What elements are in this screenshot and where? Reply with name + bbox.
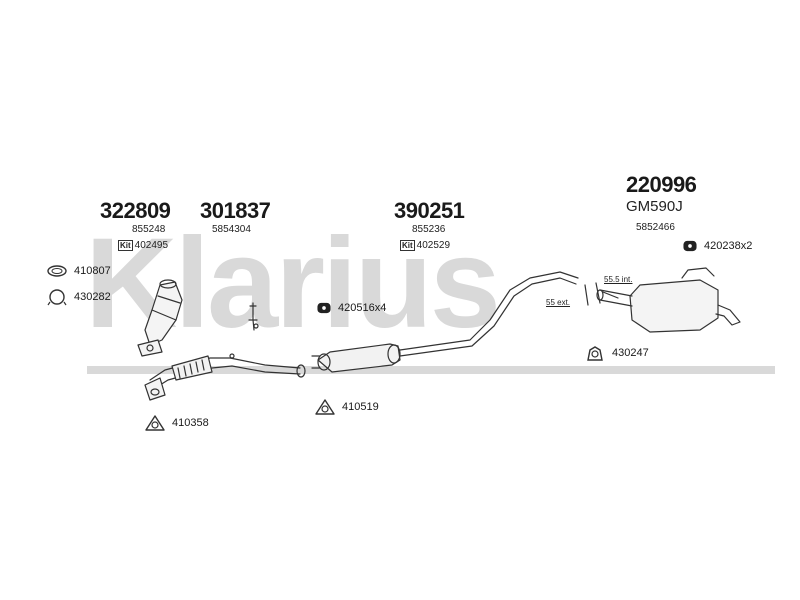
accessory-410519: 410519 [314, 398, 379, 416]
dimension-int-label: 55.5 int. [604, 275, 633, 284]
dimension-leader [602, 291, 619, 299]
part-code-front-pipe: 5854304 [212, 224, 251, 235]
kit-number: 402529 [416, 240, 451, 251]
part-number-rear-silencer: 220996 [626, 172, 697, 197]
part-code-catalytic: 855248 [132, 224, 166, 235]
accessory-label: 430247 [612, 347, 649, 359]
part-number-catalytic: 322809 [100, 198, 171, 223]
kit-badge: Kit [400, 240, 415, 251]
accessory-label: 410358 [172, 417, 209, 429]
kit-badge: Kit [118, 240, 133, 251]
dimension-ext-label: 55 ext. [546, 298, 571, 307]
rubber-mount-icon [317, 302, 331, 314]
part-model-rear-silencer: GM590J [626, 198, 683, 215]
rear-silencer-drawing [596, 267, 741, 333]
part-code-rear-silencer: 5852466 [636, 222, 675, 233]
accessory-label: 410807 [74, 265, 111, 277]
clamp-icon [47, 289, 67, 306]
clamp-bracket-icon [587, 346, 603, 361]
part-number-centre-silencer: 390251 [394, 198, 465, 223]
accessory-label: 420238x2 [704, 240, 753, 252]
accessory-label: 430282 [74, 291, 111, 303]
accessory-410358: 410358 [144, 414, 209, 432]
kit-catalytic: Kit 402495 [118, 240, 168, 251]
part-number-front-pipe: 301837 [200, 198, 271, 223]
accessory-430282: 430282 [46, 288, 111, 306]
triangle-gasket-icon [315, 399, 335, 415]
accessory-420238x2: 420238x2 [682, 238, 752, 254]
accessory-430247: 430247 [584, 344, 649, 362]
accessory-410807: 410807 [46, 262, 111, 280]
triangle-gasket-icon [145, 415, 165, 431]
accessory-label: 410519 [342, 401, 379, 413]
accessory-label: 420516x4 [338, 302, 387, 314]
catalytic-converter-drawing [137, 279, 183, 357]
dimension-marker [584, 282, 601, 306]
gasket-ring-icon [47, 265, 67, 277]
centre-silencer-drawing [311, 271, 579, 373]
kit-number: 402495 [134, 240, 169, 251]
rubber-mount-icon [683, 240, 697, 252]
kit-centre-silencer: Kit 402529 [400, 240, 450, 251]
part-code-centre-silencer: 855236 [412, 224, 446, 235]
accessory-420516x4: 420516x4 [316, 300, 386, 316]
front-pipe-drawing [144, 302, 306, 401]
